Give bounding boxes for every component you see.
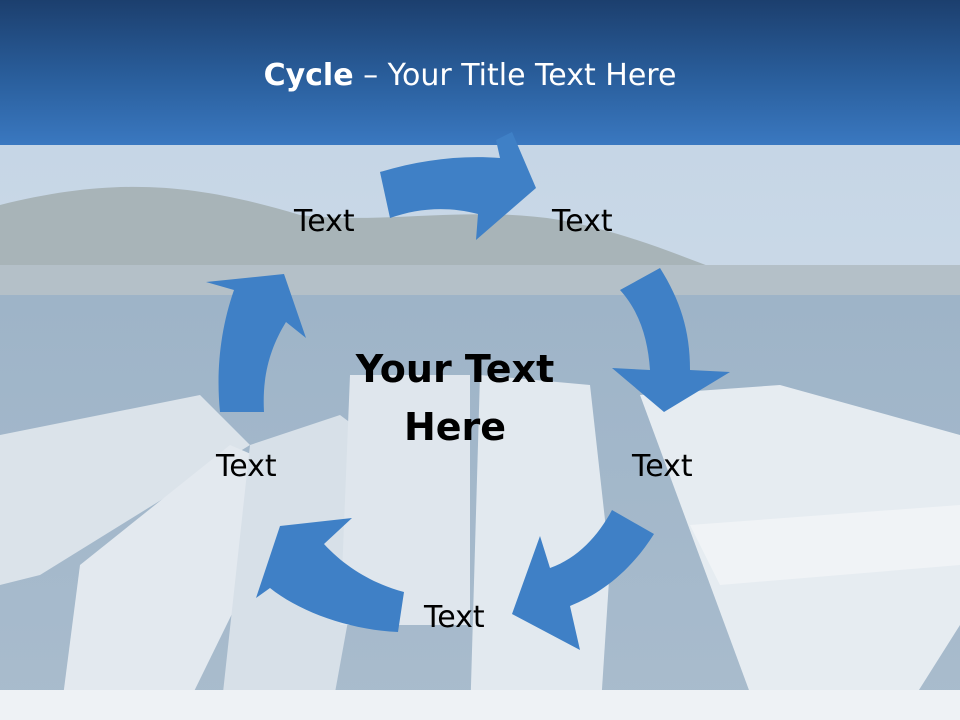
slide-title: Cycle – Your Title Text Here [0, 56, 940, 96]
cycle-arrow-5 [206, 274, 306, 412]
center-text: Your Text Here [355, 347, 555, 449]
cycle-step-label-2: Text [552, 204, 613, 239]
cycle-arrow-2 [612, 268, 730, 412]
cycle-arrow-1 [380, 132, 536, 240]
cycle-step-label-3: Text [632, 449, 693, 484]
cycle-step-label-1: Text [294, 204, 355, 239]
cycle-arrow-3 [512, 510, 654, 650]
cycle-step-label-4: Text [424, 600, 485, 635]
cycle-step-label-5: Text [216, 449, 277, 484]
title-band: Cycle – Your Title Text Here [0, 0, 960, 145]
cycle-arrow-4 [256, 518, 404, 632]
title-bold: Cycle [263, 58, 354, 93]
title-rest: – Your Title Text Here [353, 58, 677, 93]
